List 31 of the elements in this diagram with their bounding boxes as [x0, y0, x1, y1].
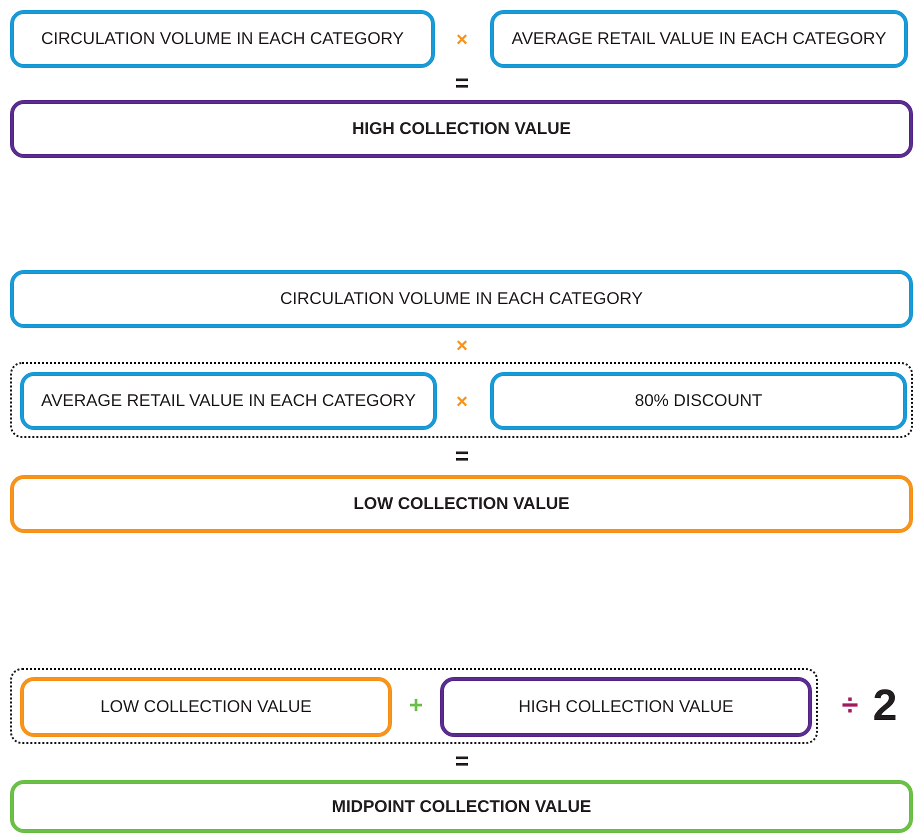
grouping-frame [10, 668, 818, 744]
formula-box [10, 10, 435, 68]
term-label: AVERAGE RETAIL VALUE IN EACH CATEGORY [41, 391, 416, 411]
formula-box [10, 780, 913, 833]
result-label: LOW COLLECTION VALUE [354, 494, 570, 514]
operator-symbol: = [455, 750, 469, 774]
operator-symbol: = [455, 445, 469, 469]
formula-box [490, 372, 907, 430]
term-label: LOW COLLECTION VALUE [100, 697, 312, 717]
operator-symbol: = [455, 72, 469, 96]
operator-symbol: ÷ [842, 691, 858, 721]
operator-symbol: × [456, 30, 468, 50]
formula-box [490, 10, 908, 68]
formula-box [20, 372, 437, 430]
formula-box [10, 475, 913, 533]
result-label: HIGH COLLECTION VALUE [352, 119, 571, 139]
operator-symbol: 2 [872, 684, 898, 728]
operator-symbol: × [456, 392, 468, 412]
operator-symbol: × [456, 336, 468, 356]
formula-box [440, 677, 812, 737]
formula-box [20, 677, 392, 737]
formula-box [10, 100, 913, 158]
operator-symbol: + [409, 694, 423, 718]
term-label: CIRCULATION VOLUME IN EACH CATEGORY [41, 29, 404, 49]
term-label: CIRCULATION VOLUME IN EACH CATEGORY [280, 289, 643, 309]
result-label: MIDPOINT COLLECTION VALUE [332, 796, 592, 816]
formula-box [10, 270, 913, 328]
term-label: HIGH COLLECTION VALUE [518, 697, 734, 717]
term-label: 80% DISCOUNT [634, 391, 762, 411]
term-label: AVERAGE RETAIL VALUE IN EACH CATEGORY [512, 29, 886, 49]
grouping-frame [10, 362, 913, 438]
